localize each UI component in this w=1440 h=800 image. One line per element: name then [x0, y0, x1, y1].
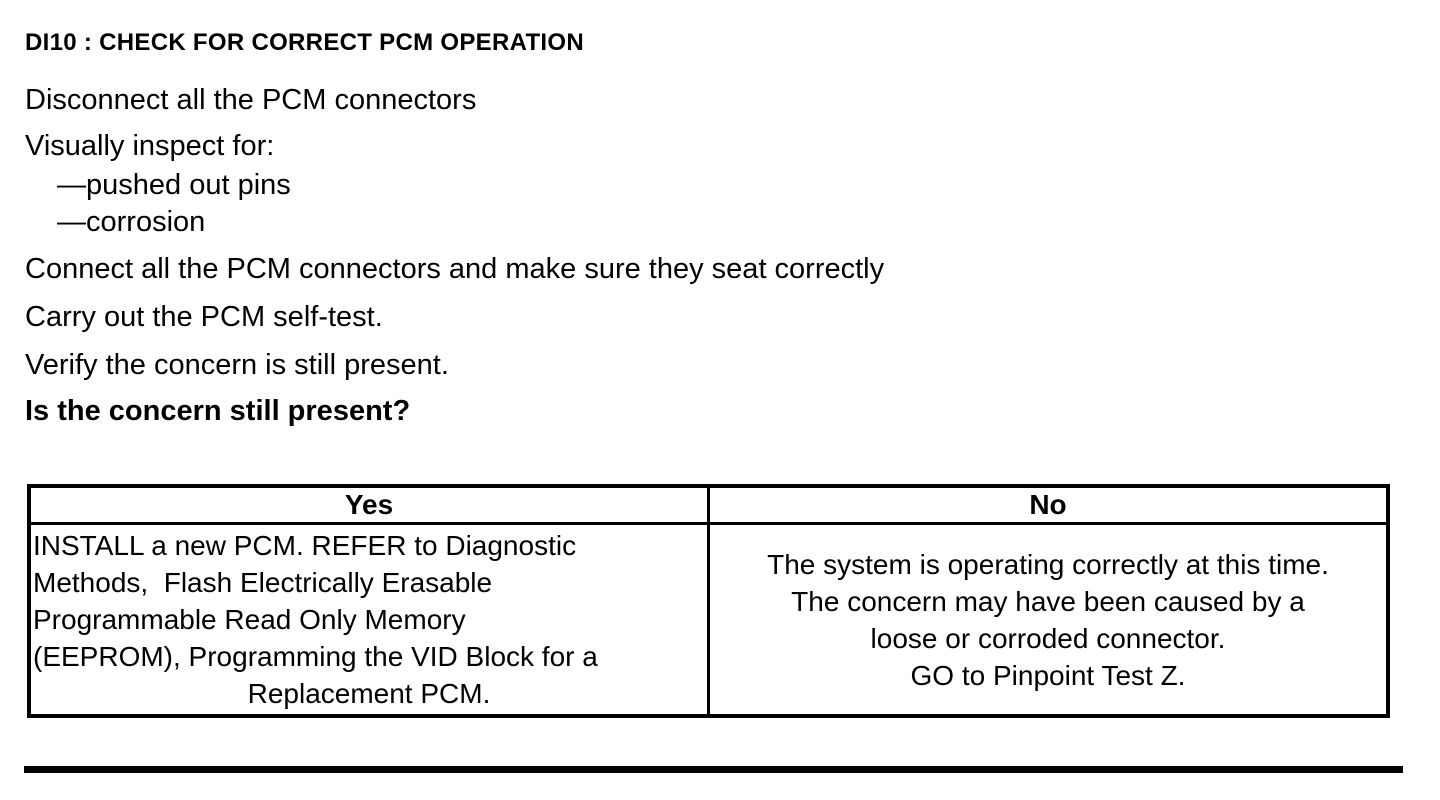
procedure-step: Connect all the PCM connectors and make …: [25, 253, 885, 285]
yes-no-results-table: Yes No INSTALL a new PCM. REFER to Diagn…: [27, 484, 1390, 718]
yes-action-line: INSTALL a new PCM. REFER to Diagnostic: [33, 530, 577, 561]
no-action-line: GO to Pinpoint Test Z.: [910, 659, 1186, 691]
yes-action-line: (EEPROM), Programming the VID Block for …: [33, 641, 598, 672]
procedure-step: Visually inspect for:: [25, 130, 275, 162]
decision-question: Is the concern still present?: [25, 395, 411, 427]
pinpoint-test-title: DI10 : CHECK FOR CORRECT PCM OPERATION: [25, 29, 584, 56]
procedure-step: Verify the concern is still present.: [25, 349, 449, 381]
yes-action-cell: INSTALL a new PCM. REFER to Diagnostic M…: [29, 523, 710, 716]
page-content: DI10 : CHECK FOR CORRECT PCM OPERATION D…: [24, 29, 1403, 773]
no-action-cell: The system is operating correctly at thi…: [709, 524, 1389, 717]
no-column-header: No: [708, 486, 1388, 525]
no-action-line: The system is operating correctly at thi…: [767, 548, 1329, 580]
no-action-line: The concern may have been caused by a: [791, 585, 1305, 617]
procedure-step: Carry out the PCM self-test.: [25, 301, 383, 333]
section-divider-rule: [24, 766, 1403, 773]
table-header-row: Yes No: [29, 486, 1388, 525]
yes-column-header: Yes: [29, 486, 710, 525]
yes-action-line: Programmable Read Only Memory: [33, 604, 466, 635]
inspection-item: —corrosion: [57, 206, 206, 238]
yes-action-line: Methods, Flash Electrically Erasable: [33, 567, 493, 598]
procedure-step: Disconnect all the PCM connectors: [25, 84, 477, 116]
yes-action-line: Replacement PCM.: [247, 678, 491, 709]
no-action-line: loose or corroded connector.: [870, 622, 1226, 654]
inspection-item: —pushed out pins: [57, 169, 291, 201]
table-body-row: INSTALL a new PCM. REFER to Diagnostic M…: [29, 523, 1389, 717]
